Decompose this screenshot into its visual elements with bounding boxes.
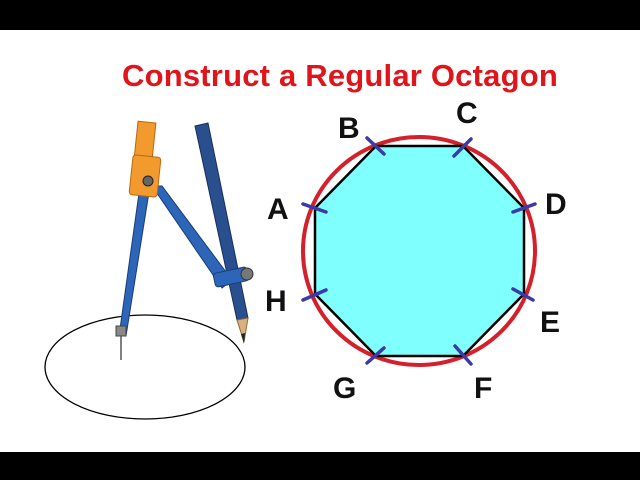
vertex-label-h: H [265,285,287,318]
arc-mark-b [365,136,386,156]
circumscribed-circle [301,135,537,367]
vertex-label-c: C [456,97,478,130]
arc-mark-d [511,202,537,214]
vertex-label-g: G [333,372,356,405]
regular-octagon [313,144,526,358]
arc-mark-c [452,137,473,158]
arc-mark-a [301,202,328,214]
arc-marks [301,136,537,366]
vertex-label-b: B [338,112,360,145]
vertex-label-a: A [267,193,289,226]
arc-mark-e [511,287,535,302]
arc-mark-h [301,288,328,302]
drawing-compass-icon [115,120,254,360]
arc-mark-g [365,346,386,365]
vertex-label-f: F [474,372,492,405]
page-title: Construct a Regular Octagon [121,58,558,93]
letterbox-bottom [0,452,640,480]
letterbox-top [0,0,640,30]
compass-drawn-ellipse [44,314,246,420]
vertex-label-d: D [545,188,567,221]
arc-mark-f [453,344,473,366]
vertex-label-e: E [540,306,560,339]
